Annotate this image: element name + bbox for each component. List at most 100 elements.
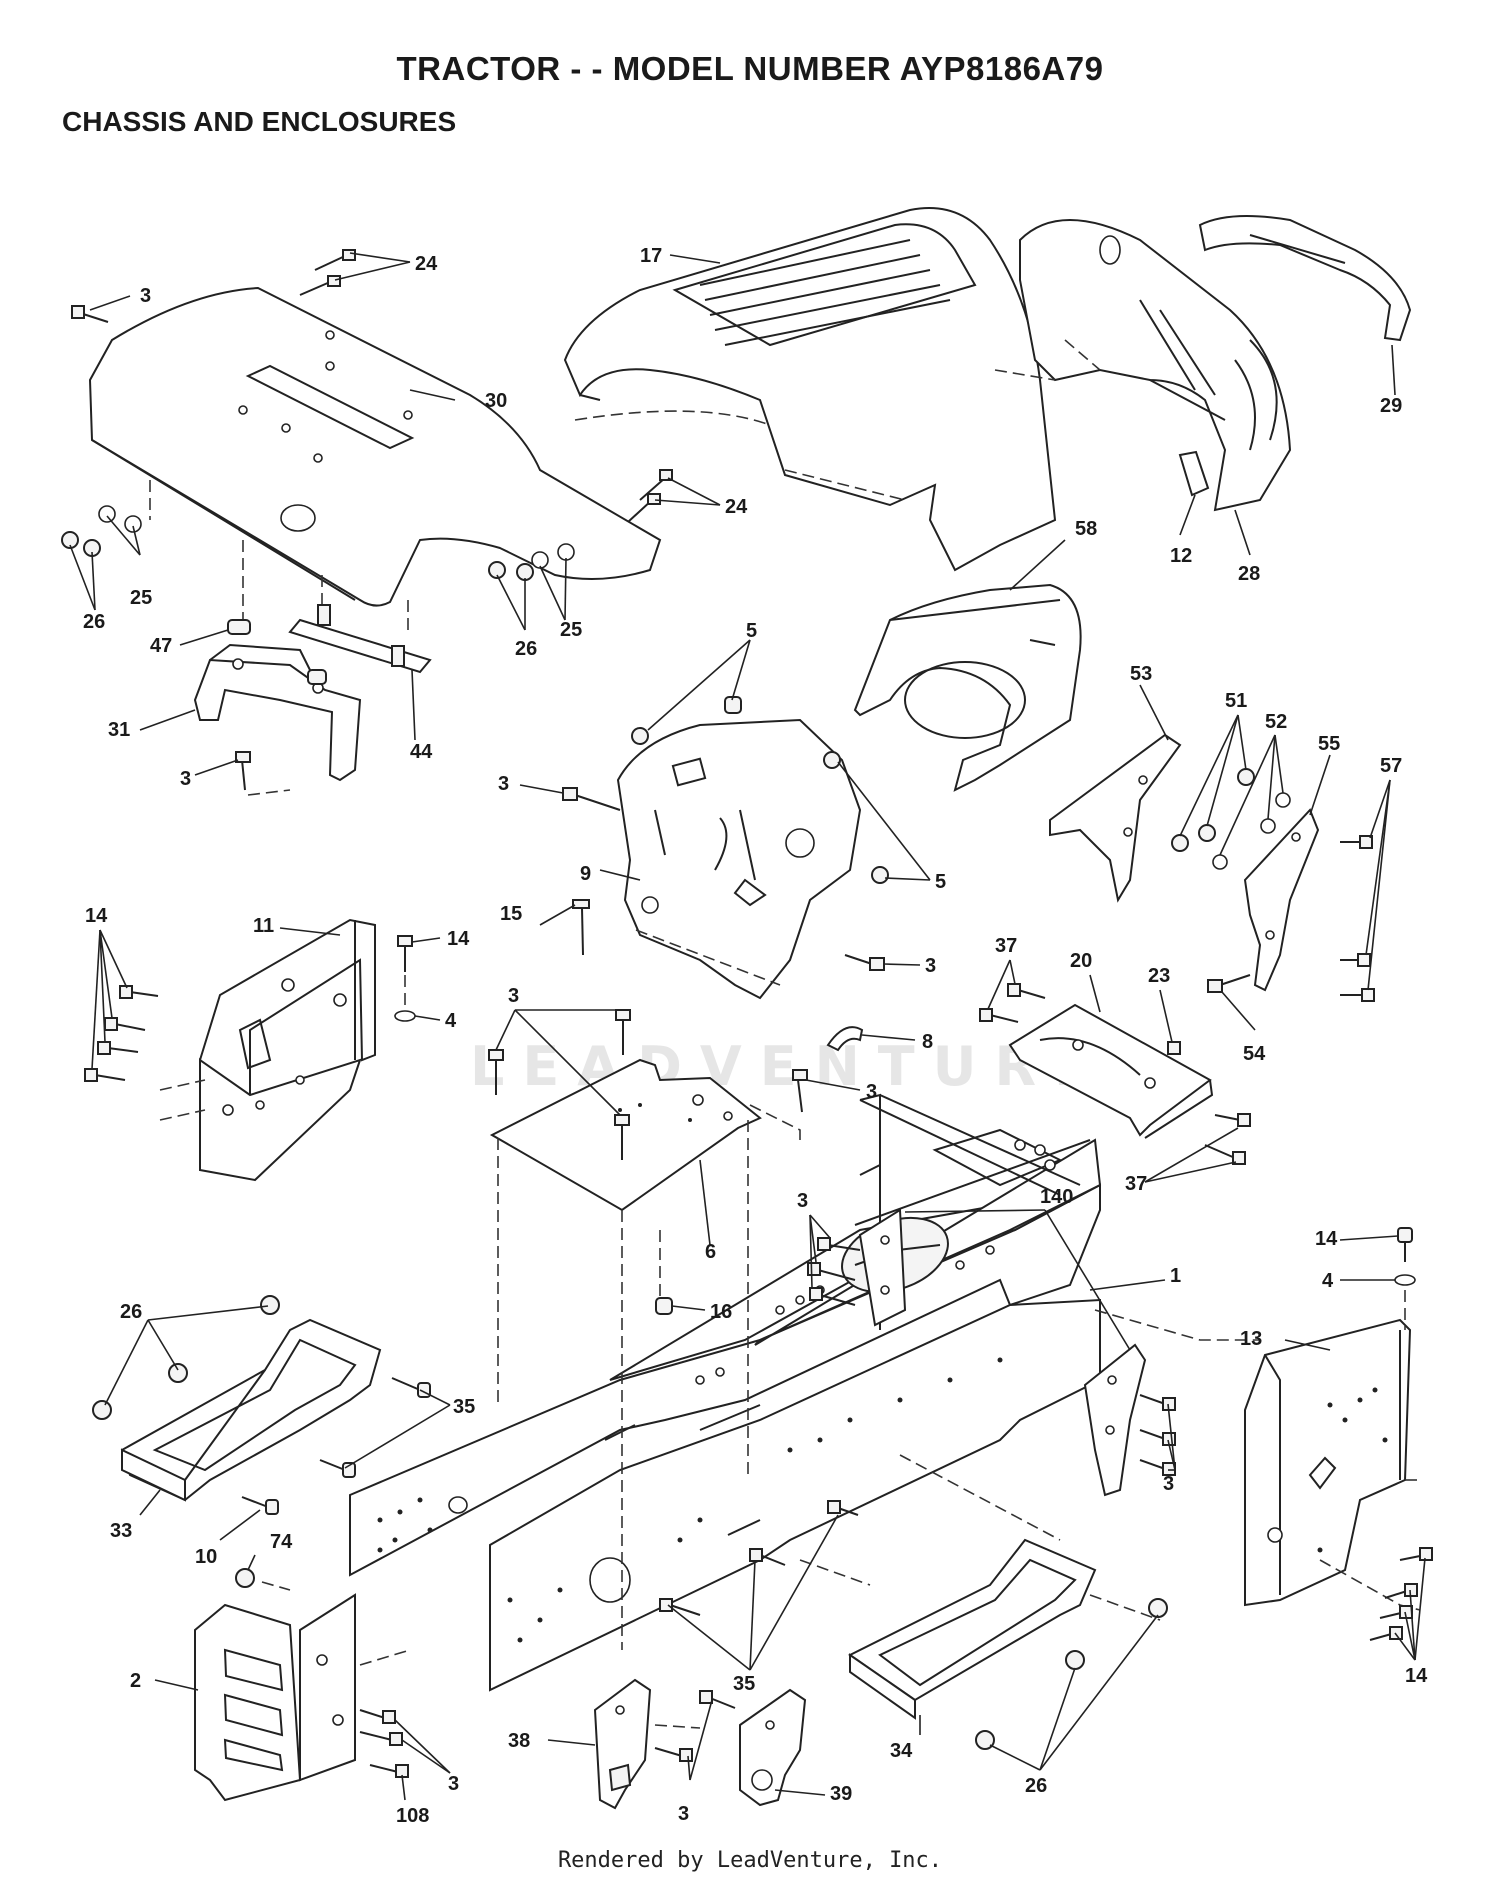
nuts-5 xyxy=(631,696,889,884)
callout-39: 39 xyxy=(830,1783,852,1805)
callout-3: 3 xyxy=(678,1803,689,1825)
callout-14: 14 xyxy=(1315,1228,1338,1250)
callout-37: 37 xyxy=(1125,1173,1147,1195)
grille-housing-28 xyxy=(994,219,1292,512)
side-panel-13 xyxy=(1244,1318,1421,1611)
grommet-47 xyxy=(227,619,251,635)
callout-12: 12 xyxy=(1170,545,1192,567)
callout-55: 55 xyxy=(1318,733,1340,755)
callout-28: 28 xyxy=(1238,563,1260,585)
callout-4: 4 xyxy=(1322,1270,1334,1292)
callout-14: 14 xyxy=(1405,1665,1428,1687)
callout-11: 11 xyxy=(253,915,274,937)
dash-panel-9 xyxy=(616,718,862,1000)
callout-5: 5 xyxy=(746,620,757,642)
bolts-14-right xyxy=(1369,1547,1433,1641)
page-title: TRACTOR - - MODEL NUMBER AYP8186A79 xyxy=(396,50,1104,87)
nut-washer-right xyxy=(488,543,575,581)
callout-9: 9 xyxy=(580,863,591,885)
callout-57: 57 xyxy=(1380,755,1402,777)
bracket-53 xyxy=(1049,733,1182,903)
callout-35: 35 xyxy=(733,1673,755,1695)
callout-23: 23 xyxy=(1148,965,1170,987)
callout-54: 54 xyxy=(1243,1043,1266,1065)
callout-3: 3 xyxy=(508,985,519,1007)
nuts-26-right-footrest xyxy=(975,1598,1168,1750)
callout-25: 25 xyxy=(130,587,152,609)
callout-74: 74 xyxy=(270,1531,293,1553)
callout-3: 3 xyxy=(180,768,191,790)
callout-2: 2 xyxy=(130,1670,141,1692)
callout-4: 4 xyxy=(445,1010,457,1032)
callout-26: 26 xyxy=(515,638,537,660)
callout-38: 38 xyxy=(508,1730,530,1752)
hood-17 xyxy=(563,207,1057,572)
bolts-35-centre xyxy=(659,1500,859,1616)
callout-16: 16 xyxy=(710,1301,732,1323)
bolts-3-108-bracket xyxy=(359,1709,409,1778)
plate-44 xyxy=(288,604,432,674)
callout-31: 31 xyxy=(108,719,130,741)
callout-3: 3 xyxy=(866,1081,877,1103)
callout-37: 37 xyxy=(995,935,1017,957)
callout-3: 3 xyxy=(925,955,936,977)
frame-bracket-140-front xyxy=(858,1208,907,1327)
bolt-3-bracket xyxy=(235,751,291,796)
callout-47: 47 xyxy=(150,635,172,657)
bolt-24-right xyxy=(627,469,673,523)
bolt-14-washer-4 xyxy=(394,935,416,1022)
screws-3-plate xyxy=(488,1009,808,1160)
callout-26: 26 xyxy=(120,1301,142,1323)
callout-3: 3 xyxy=(448,1773,459,1795)
nut-74 xyxy=(235,1568,291,1591)
bolts-37 xyxy=(979,983,1251,1165)
nuts-26-left-footrest xyxy=(92,1295,280,1420)
callout-3: 3 xyxy=(1163,1473,1174,1495)
footrest-34 xyxy=(848,1538,1097,1720)
footrest-33 xyxy=(120,1318,382,1502)
bolts-57 xyxy=(1340,835,1375,1002)
plate-6 xyxy=(489,1058,762,1212)
bolt-14-washer-4-right xyxy=(1394,1227,1416,1330)
section-title: CHASSIS AND ENCLOSURES xyxy=(62,106,457,137)
callout-14: 14 xyxy=(447,928,470,950)
callout-140: 140 xyxy=(1040,1186,1073,1208)
callout-26: 26 xyxy=(1025,1775,1047,1797)
callout-20: 20 xyxy=(1070,950,1092,972)
callout-8: 8 xyxy=(922,1031,933,1053)
callout-3: 3 xyxy=(797,1190,808,1212)
callout-3: 3 xyxy=(140,285,151,307)
bolts-3-bracket-38 xyxy=(654,1690,736,1762)
leader-lines xyxy=(69,252,1426,1801)
callout-34: 34 xyxy=(890,1740,913,1762)
nut-16 xyxy=(655,1297,673,1315)
callout-35: 35 xyxy=(453,1396,475,1418)
callout-26: 26 xyxy=(83,611,105,633)
callout-15: 15 xyxy=(500,903,522,925)
bolt-54 xyxy=(1207,974,1251,993)
callout-6: 6 xyxy=(705,1241,716,1263)
frame-bracket-140-rear xyxy=(1083,1343,1147,1497)
callout-25: 25 xyxy=(560,619,582,641)
callout-24: 24 xyxy=(415,253,438,275)
bolt-24-top xyxy=(71,249,356,323)
callout-30: 30 xyxy=(485,390,507,412)
callout-24: 24 xyxy=(725,496,748,518)
bracket-20 xyxy=(1008,1003,1214,1139)
callout-29: 29 xyxy=(1380,395,1402,417)
bolts-3-bracket-front xyxy=(807,1237,861,1306)
hood-top-panel xyxy=(88,286,662,607)
bracket-38 xyxy=(593,1678,652,1810)
callout-53: 53 xyxy=(1130,663,1152,685)
callout-5: 5 xyxy=(935,871,946,893)
bracket-39 xyxy=(739,1688,807,1807)
footer-credit: Rendered by LeadVenture, Inc. xyxy=(557,1848,943,1873)
side-panel-11 xyxy=(159,918,376,1182)
clip-8 xyxy=(826,1026,864,1052)
callout-14: 14 xyxy=(85,905,108,927)
bolts-3-bracket-rear xyxy=(1139,1394,1176,1476)
shroud-58 xyxy=(853,583,1082,792)
front-bracket-2 xyxy=(194,1593,411,1802)
callout-58: 58 xyxy=(1075,518,1097,540)
